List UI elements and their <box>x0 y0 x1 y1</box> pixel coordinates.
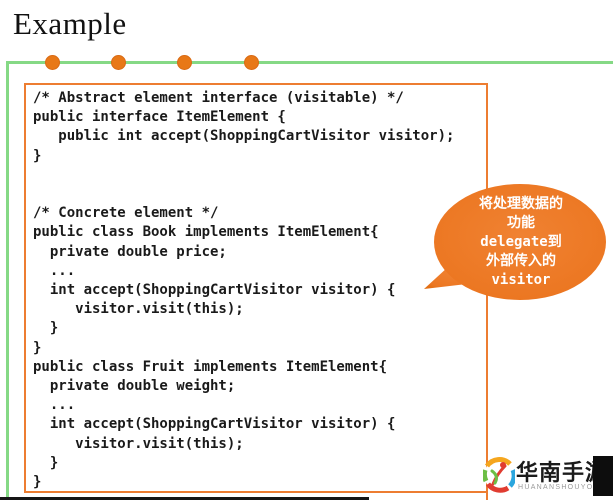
code-text: /* Abstract element interface (visitable… <box>33 90 455 491</box>
speech-bubble-body <box>434 184 606 300</box>
watermark-logo-icon <box>483 457 515 493</box>
bottom-black-line <box>0 497 369 500</box>
green-border-left <box>6 61 9 500</box>
page-title: Example <box>13 6 127 41</box>
watermark: 华南手游网 HUANANSHOUYOUWANG <box>481 455 613 500</box>
code-panel: /* Abstract element interface (visitable… <box>24 83 488 493</box>
speech-bubble-text: 将处理数据的 功能 delegate到 外部传入的 visitor <box>479 195 563 288</box>
timeline-dot <box>177 55 192 70</box>
timeline-dot <box>111 55 126 70</box>
orange-connector-line <box>486 491 488 500</box>
speech-bubble <box>424 184 606 300</box>
green-border-top <box>6 61 613 64</box>
black-corner-rect <box>593 456 613 496</box>
timeline-dot <box>45 55 60 70</box>
timeline-dot <box>244 55 259 70</box>
watermark-subtext: HUANANSHOUYOUWANG <box>518 484 613 491</box>
